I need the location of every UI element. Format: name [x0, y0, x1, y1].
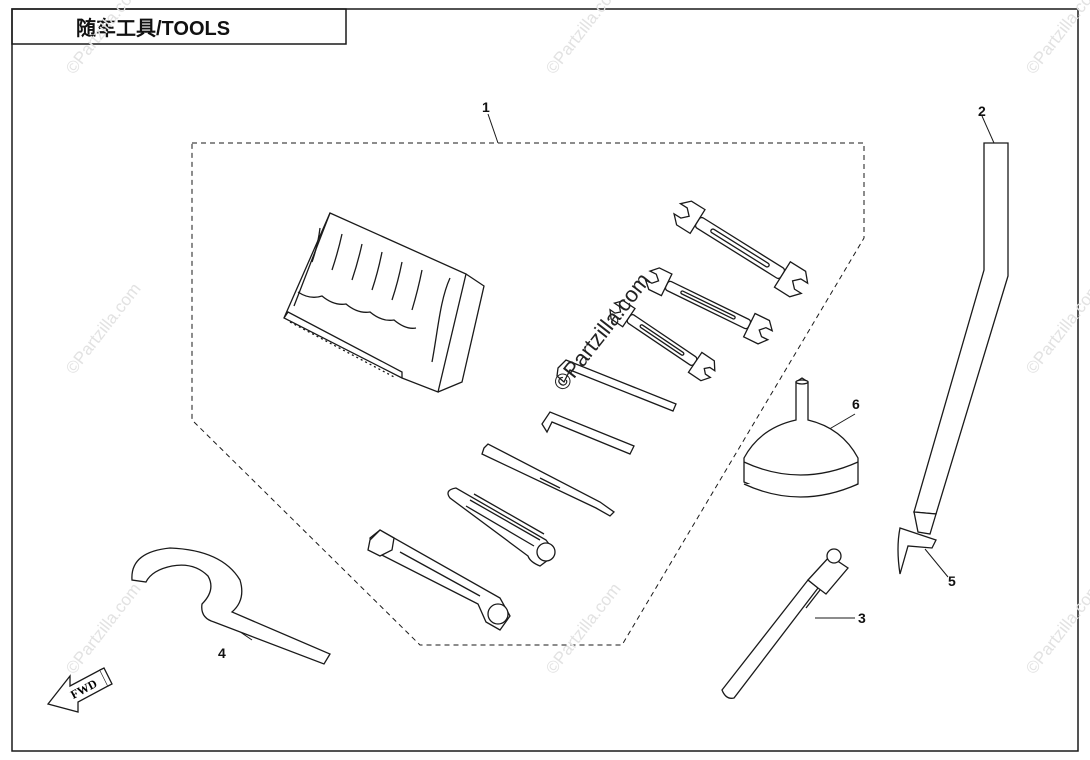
hose-drawing — [897, 142, 1009, 575]
leader-1 — [487, 113, 499, 144]
callout-3: 3 — [858, 610, 866, 626]
leader-5 — [924, 548, 949, 578]
page-title: 随车工具/TOOLS — [12, 9, 346, 44]
funnel-drawing — [743, 377, 859, 498]
callout-5: 5 — [948, 573, 956, 589]
callout-4: 4 — [218, 645, 226, 661]
callout-6: 6 — [852, 396, 860, 412]
title-text: 随车工具/TOOLS — [76, 18, 231, 40]
diagram-border — [11, 8, 1079, 752]
handle-drawing — [447, 487, 556, 567]
callout-2: 2 — [978, 103, 986, 119]
leader-6 — [825, 413, 856, 432]
fwd-arrow-drawing — [46, 667, 113, 713]
title-box-frame — [11, 8, 347, 45]
wrench-drawings — [609, 200, 809, 382]
callout-1: 1 — [482, 99, 490, 115]
screwdriver-drawing — [481, 443, 616, 517]
pressure-gauge-drawing — [721, 548, 849, 699]
hook-spanner-drawing — [131, 547, 331, 665]
plug-socket-drawing — [367, 529, 511, 631]
tool-kit-group-outline — [191, 142, 865, 646]
leader-2 — [981, 115, 995, 144]
hex-key-drawings — [541, 359, 677, 455]
tool-pouch-drawing — [283, 212, 485, 393]
